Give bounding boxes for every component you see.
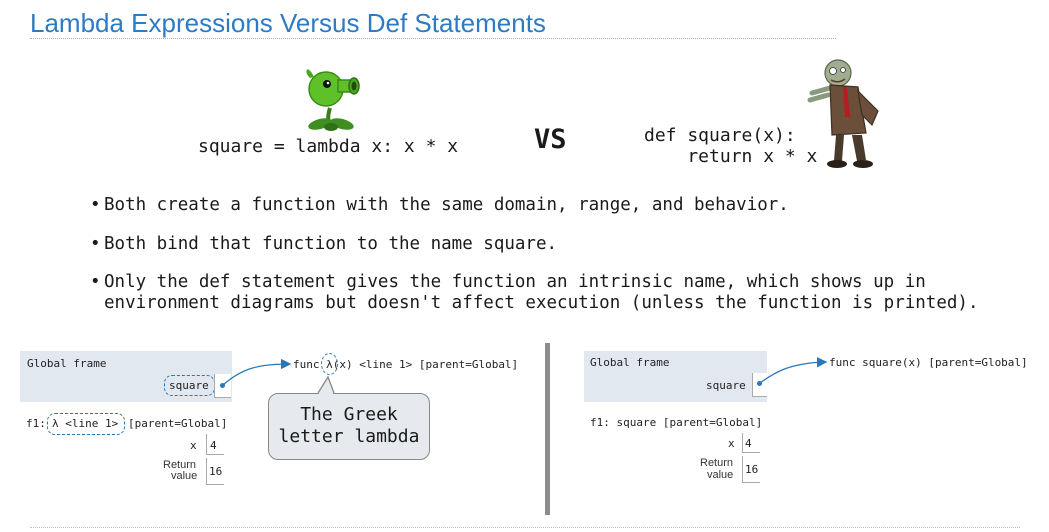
bullet-marker: •	[90, 272, 101, 292]
zombie-image	[807, 59, 879, 168]
right-square-name: square	[706, 379, 746, 392]
left-binding-arrow	[222, 358, 292, 386]
left-global-frame	[20, 351, 232, 402]
pointer-dot	[757, 381, 762, 386]
left-return-value: 16	[209, 465, 223, 478]
bullet-3: •Only the def statement gives the functi…	[90, 272, 926, 292]
callout-line-1: The Greek	[300, 404, 398, 425]
left-f1-prefix: f1:	[26, 417, 46, 430]
right-binding-arrow	[759, 357, 828, 384]
left-square-name: square	[169, 379, 209, 392]
right-x-value: 4	[745, 437, 752, 450]
bullet-text: Only the def statement gives the functio…	[104, 272, 926, 292]
bullet-1: •Both create a function with the same do…	[90, 195, 789, 215]
left-return-label-2: value	[171, 470, 198, 482]
left-x-value: 4	[210, 439, 217, 452]
right-func-object: func square(x) [parent=Global]	[829, 356, 1028, 369]
bullet-3-continued: environment diagrams but doesn't affect …	[104, 293, 979, 313]
left-f1-parent: [parent=Global]	[128, 417, 228, 430]
right-x-label: x	[728, 437, 735, 450]
bullet-2: •Both bind that function to the name squ…	[90, 234, 557, 254]
right-f1-label: f1: square [parent=Global]	[590, 416, 763, 429]
right-return-label-2: value	[707, 469, 734, 481]
left-f1-frame	[20, 408, 232, 490]
right-global-frame	[584, 351, 767, 402]
left-x-label: x	[190, 439, 197, 452]
def-code-line-1: def square(x):	[644, 125, 796, 146]
func-prefix: func	[293, 358, 320, 371]
square-name-highlight	[164, 375, 215, 396]
left-x-value-box	[206, 434, 224, 455]
right-f1-frame	[584, 408, 767, 490]
bullet-text: Both bind that function to the name squa…	[104, 234, 558, 254]
def-code-line-2: return x * x	[644, 146, 818, 167]
func-suffix: (x) <line 1> [parent=Global]	[332, 358, 519, 371]
pointer-dot	[220, 383, 225, 388]
left-f1-lambda: λ <line 1>	[52, 417, 119, 430]
bottom-divider	[30, 527, 1020, 528]
bullet-marker: •	[90, 195, 101, 215]
right-return-value-box	[742, 456, 760, 483]
f1-lambda-highlight	[47, 413, 125, 435]
title-divider	[30, 38, 836, 39]
left-return-label-1: Return	[163, 459, 197, 471]
lambda-callout: The Greek letter lambda	[268, 393, 430, 460]
right-return-value: 16	[745, 463, 759, 476]
bullet-marker: •	[90, 234, 101, 254]
right-x-value-box	[742, 433, 760, 453]
lambda-code: square = lambda x: x * x	[198, 136, 459, 157]
left-global-frame-label: Global frame	[27, 357, 107, 370]
vertical-divider	[545, 343, 550, 515]
versus-label: VS	[534, 124, 567, 155]
peashooter-plant-image	[306, 69, 360, 131]
slide-title: Lambda Expressions Versus Def Statements	[30, 8, 546, 38]
callout-line-2: letter lambda	[278, 426, 420, 447]
left-return-value-box	[206, 458, 224, 485]
right-return-label-1: Return	[700, 457, 734, 469]
right-global-frame-label: Global frame	[590, 356, 670, 369]
bullet-text: Both create a function with the same dom…	[104, 195, 789, 215]
callout-pointer	[317, 375, 335, 394]
lambda-highlight	[321, 353, 338, 375]
